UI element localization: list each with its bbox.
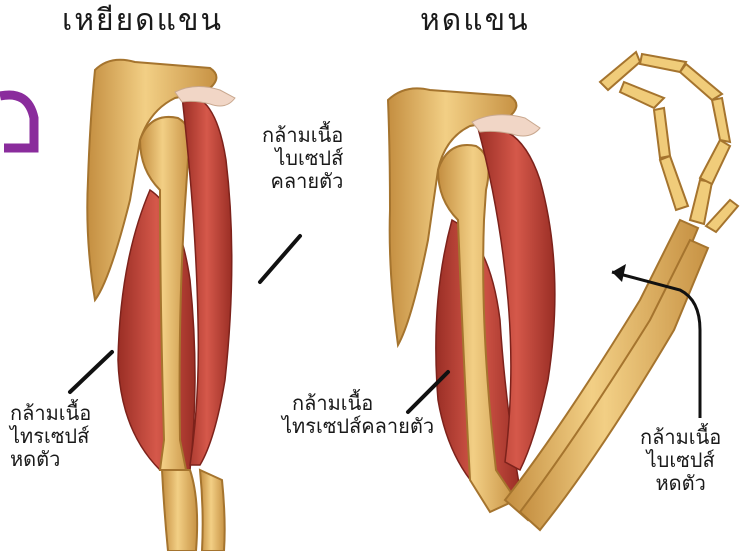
title-extend-arm: เหยียดแขน [62,4,223,39]
right-hand-bones [600,52,738,232]
label-right-biceps-contracted: กล้ามเนื้อ ไบเซปส์ หดตัว [640,426,721,495]
label-left-triceps-contracted: กล้ามเนื้อ ไทรเซปส์ หดตัว [10,402,91,471]
label-right-triceps-relaxed: กล้ามเนื้อ ไทรเซปส์คลายตัว [282,392,434,438]
title-flex-arm: หดแขน [420,4,530,39]
label-left-biceps-relaxed: กล้ามเนื้อ ไบเซปส์ คลายตัว [262,124,343,193]
left-forearm [162,470,197,551]
